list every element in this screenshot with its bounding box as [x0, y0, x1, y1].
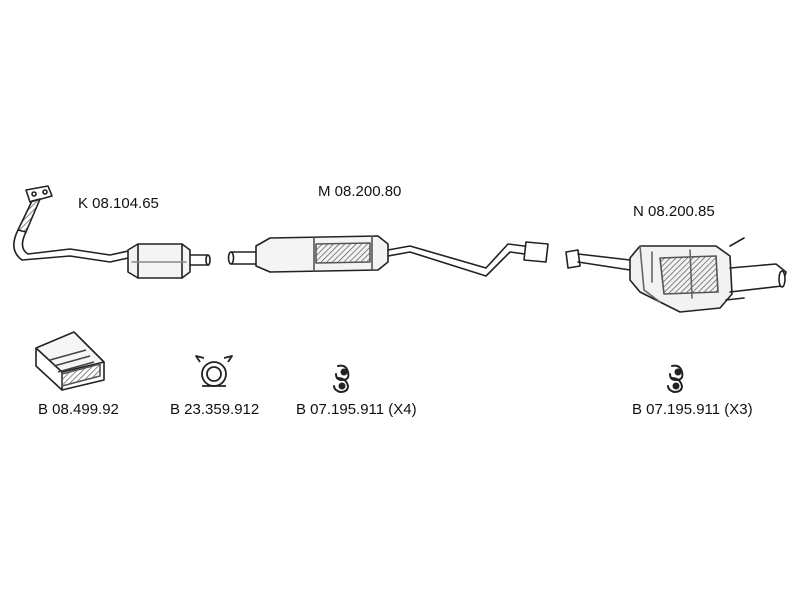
middle-silencer-code-label: M 08.200.80 — [318, 183, 402, 200]
mounting-kit-code-label: B 08.499.92 — [38, 401, 119, 418]
rear-silencer-drawing — [565, 237, 787, 313]
clamp-drawing — [195, 355, 233, 387]
front-pipe-catalyst-drawing — [13, 185, 211, 279]
front-pipe-code-label: K 08.104.65 — [78, 195, 159, 212]
rear-silencer-code-label: N 08.200.85 — [633, 203, 715, 220]
mounting-kit-drawing — [35, 331, 105, 391]
hanger-middle-code-label: B 07.195.911 (X4) — [296, 401, 417, 418]
hanger-rear-drawing — [667, 364, 684, 394]
clamp-code-label: B 23.359.912 — [170, 401, 260, 418]
hanger-rear-code-label: B 07.195.911 (X3) — [632, 401, 753, 418]
hanger-middle-drawing — [333, 364, 350, 394]
middle-silencer-drawing — [227, 235, 549, 277]
